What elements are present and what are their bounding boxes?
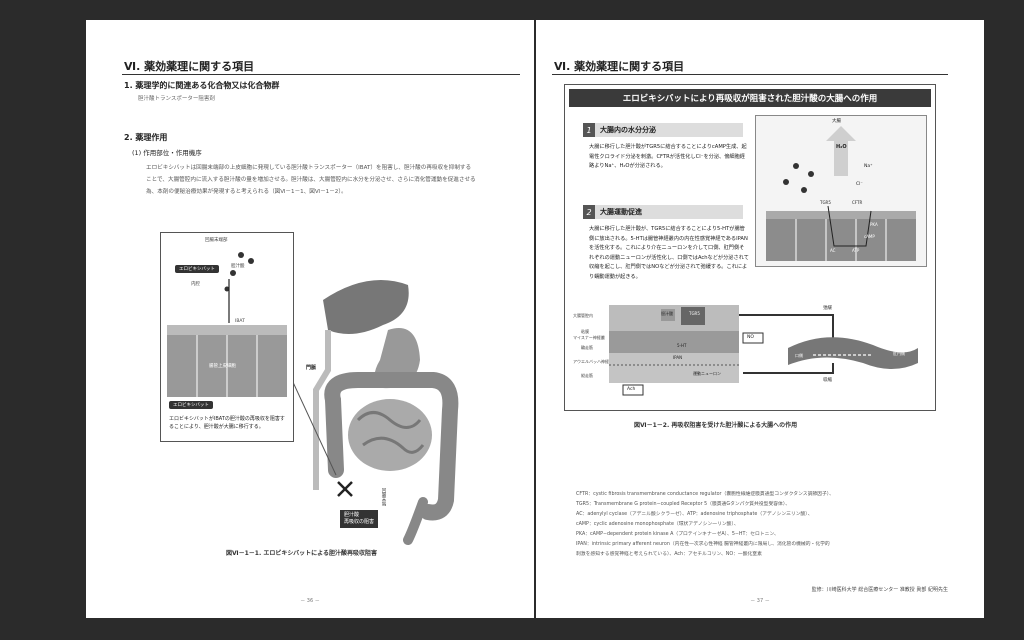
abbr-line: CFTR：cystic fibrosis transmembrane condu… — [576, 492, 834, 497]
figure-caption-left: 図Ⅵ－1－1. エロビキシバットによる胆汁酸再吸収阻害 — [226, 550, 377, 557]
small-intestine-shape — [348, 399, 432, 471]
subhead-motility: 2 大腸運動促進 — [583, 205, 743, 219]
page-number-left: － 36 － — [300, 598, 320, 604]
inset-ileum-cell: 回腸末端部 エロビキシバット 胆汁酸 内腔 IBAT 腸管上皮細胞 エロビキシバ… — [160, 232, 294, 442]
section-title: Ⅵ. 薬効薬理に関する項目 — [124, 60, 255, 73]
heading-2: 2. 薬理作用 — [124, 133, 168, 142]
abbr-line: 刺激を感知する感覚神経と考えられている）、Ach：アセチルコリン、NO：一酸化窒… — [576, 552, 762, 557]
colon-shape — [324, 372, 459, 521]
water-secretion-text: 大腸に移行した胆汁酸がTGR5に結合することによりcAMP生成、起電性クロライド… — [589, 144, 747, 169]
section-rule-right — [552, 74, 948, 75]
peristalsis-diagram: 大腸管腔内 粘膜 マイスナー神経叢 輪走筋 アウエルバッハ神経叢 縦走筋 TGR… — [573, 303, 928, 403]
supervisor-credit: 監修：川崎医科大学 総合医療センター 准教授 眞部 紀明先生 — [811, 587, 948, 593]
portal-label: 門脈 — [306, 365, 317, 371]
cell-diagram: 大腸 H₂O Na⁺ Cl⁻ TGR5 CFTR PKA cAMP AC ATP — [755, 115, 927, 267]
page-number-right: － 37 － — [750, 598, 770, 604]
inset-lumen-label: 内腔 — [191, 282, 200, 287]
portal-vein-shape — [313, 330, 331, 490]
ileum-label: 回腸末端 — [381, 488, 386, 506]
mechanism-paragraph: エロビキシバットは回腸末端部の上皮細胞に発現している胆汁酸トランスポーター（IB… — [146, 165, 476, 195]
abbreviations-list: CFTR：cystic fibrosis transmembrane condu… — [576, 490, 906, 560]
abbr-line: AC：adenylyl cyclase（アデニル酸シクラーゼ）、ATP：aden… — [576, 512, 813, 517]
section-title-right: Ⅵ. 薬効薬理に関する項目 — [554, 60, 685, 73]
heading-1-text: 胆汁酸トランスポーター阻害剤 — [138, 96, 215, 102]
abbr-line: TGR5：Transmembrane G protein−coupled Rec… — [576, 502, 791, 507]
block-label: 胆汁酸 再吸収の阻害 — [340, 510, 379, 528]
inset-bile-label: 胆汁酸 — [231, 264, 245, 269]
inset-bottom-pill: エロビキシバット — [169, 401, 213, 409]
heading-1: 1. 薬理学的に関連ある化合物又は化合物群 — [124, 81, 280, 90]
figure-caption-right: 図Ⅵ－1－2. 再吸収阻害を受けた胆汁酸による大腸への作用 — [634, 422, 798, 429]
abbr-line: cAMP：cyclic adenosine monophosphate（環状アデ… — [576, 522, 739, 527]
left-page: Ⅵ. 薬効薬理に関する項目 1. 薬理学的に関連ある化合物又は化合物群 胆汁酸ト… — [86, 20, 534, 618]
figure-banner: エロビキシバットにより再吸収が阻害された胆汁酸の大腸への作用 — [569, 89, 931, 107]
motility-text: 大腸に移行した胆汁酸が、TGR5に結合することにより5-HTが腸管側に放出される… — [589, 226, 749, 280]
inset-top-label: 回腸末端部 — [205, 238, 228, 243]
inset-ibat-label: IBAT — [235, 319, 245, 324]
liver-shape — [323, 280, 409, 334]
anatomy-illustration — [291, 280, 459, 545]
colon-action-figure: エロビキシバットにより再吸収が阻害された胆汁酸の大腸への作用 1 大腸内の水分分… — [564, 84, 936, 411]
right-page: Ⅵ. 薬効薬理に関する項目 エロビキシバットにより再吸収が阻害された胆汁酸の大腸… — [536, 20, 984, 618]
abbr-line: PKA：cAMP−dependent protein kinase A（プロテイ… — [576, 532, 779, 537]
inset-bottom-text: エロビキシバットがIBATの胆汁酸の再吸収を阻害することにより、胆汁酸が大腸に移… — [169, 416, 285, 430]
abbr-line: IPAN：intrinsic primary afferent neuron（内… — [576, 542, 830, 547]
section-rule — [122, 74, 520, 75]
heading-2-sub: (1) 作用部位・作用機序 — [132, 149, 202, 157]
figure-bile-acid-inhibition: 門脈 回腸末端 胆汁酸 再吸収の阻害 回腸末端部 エロビキシバット 胆汁酸 内腔… — [158, 230, 488, 550]
subhead-water-secretion: 1 大腸内の水分分泌 — [583, 123, 743, 137]
inset-drug-pill: エロビキシバット — [175, 265, 219, 273]
ascending-colon-shape — [325, 392, 344, 478]
inset-cell-label: 腸管上皮細胞 — [209, 364, 236, 369]
